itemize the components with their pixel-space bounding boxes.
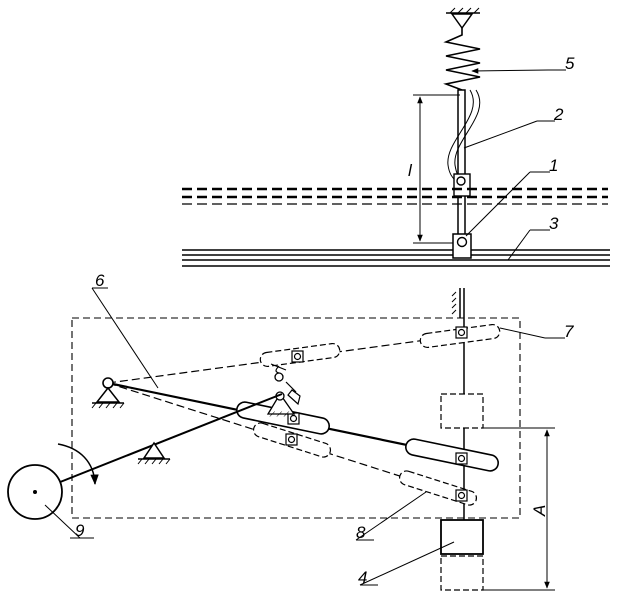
center-linkage — [266, 363, 301, 417]
carriage-block — [452, 233, 472, 259]
spring — [443, 28, 481, 91]
dashed-frame — [71, 317, 521, 519]
labels: 5 2 1 3 6 7 8 9 4 l A — [75, 54, 575, 587]
label-7: 7 — [564, 322, 574, 341]
leader-lines — [44, 68, 566, 586]
label-3: 3 — [549, 214, 559, 233]
upper-rod — [447, 89, 481, 239]
crank-arm — [34, 393, 283, 493]
weight-block — [440, 393, 484, 591]
label-5: 5 — [565, 54, 575, 73]
label-1: 1 — [549, 156, 558, 175]
dimension-l-label: l — [408, 161, 413, 180]
cam-disk — [7, 443, 99, 520]
label-2: 2 — [553, 105, 564, 124]
label-6: 6 — [95, 271, 105, 290]
dashed-lever-upper — [107, 323, 501, 384]
dimension-l — [413, 94, 460, 244]
solid-rails — [182, 249, 610, 267]
crank-support — [137, 441, 171, 465]
label-9: 9 — [75, 521, 85, 540]
dimension-A-label: A — [530, 505, 549, 517]
label-8: 8 — [356, 523, 366, 542]
left-pivot-support — [91, 377, 125, 409]
label-4: 4 — [358, 568, 367, 587]
solid-lever — [107, 381, 499, 472]
dashed-rails — [182, 187, 608, 205]
dimension-A — [483, 427, 555, 591]
top-ground-support — [446, 7, 480, 30]
slider-pins — [285, 326, 468, 502]
